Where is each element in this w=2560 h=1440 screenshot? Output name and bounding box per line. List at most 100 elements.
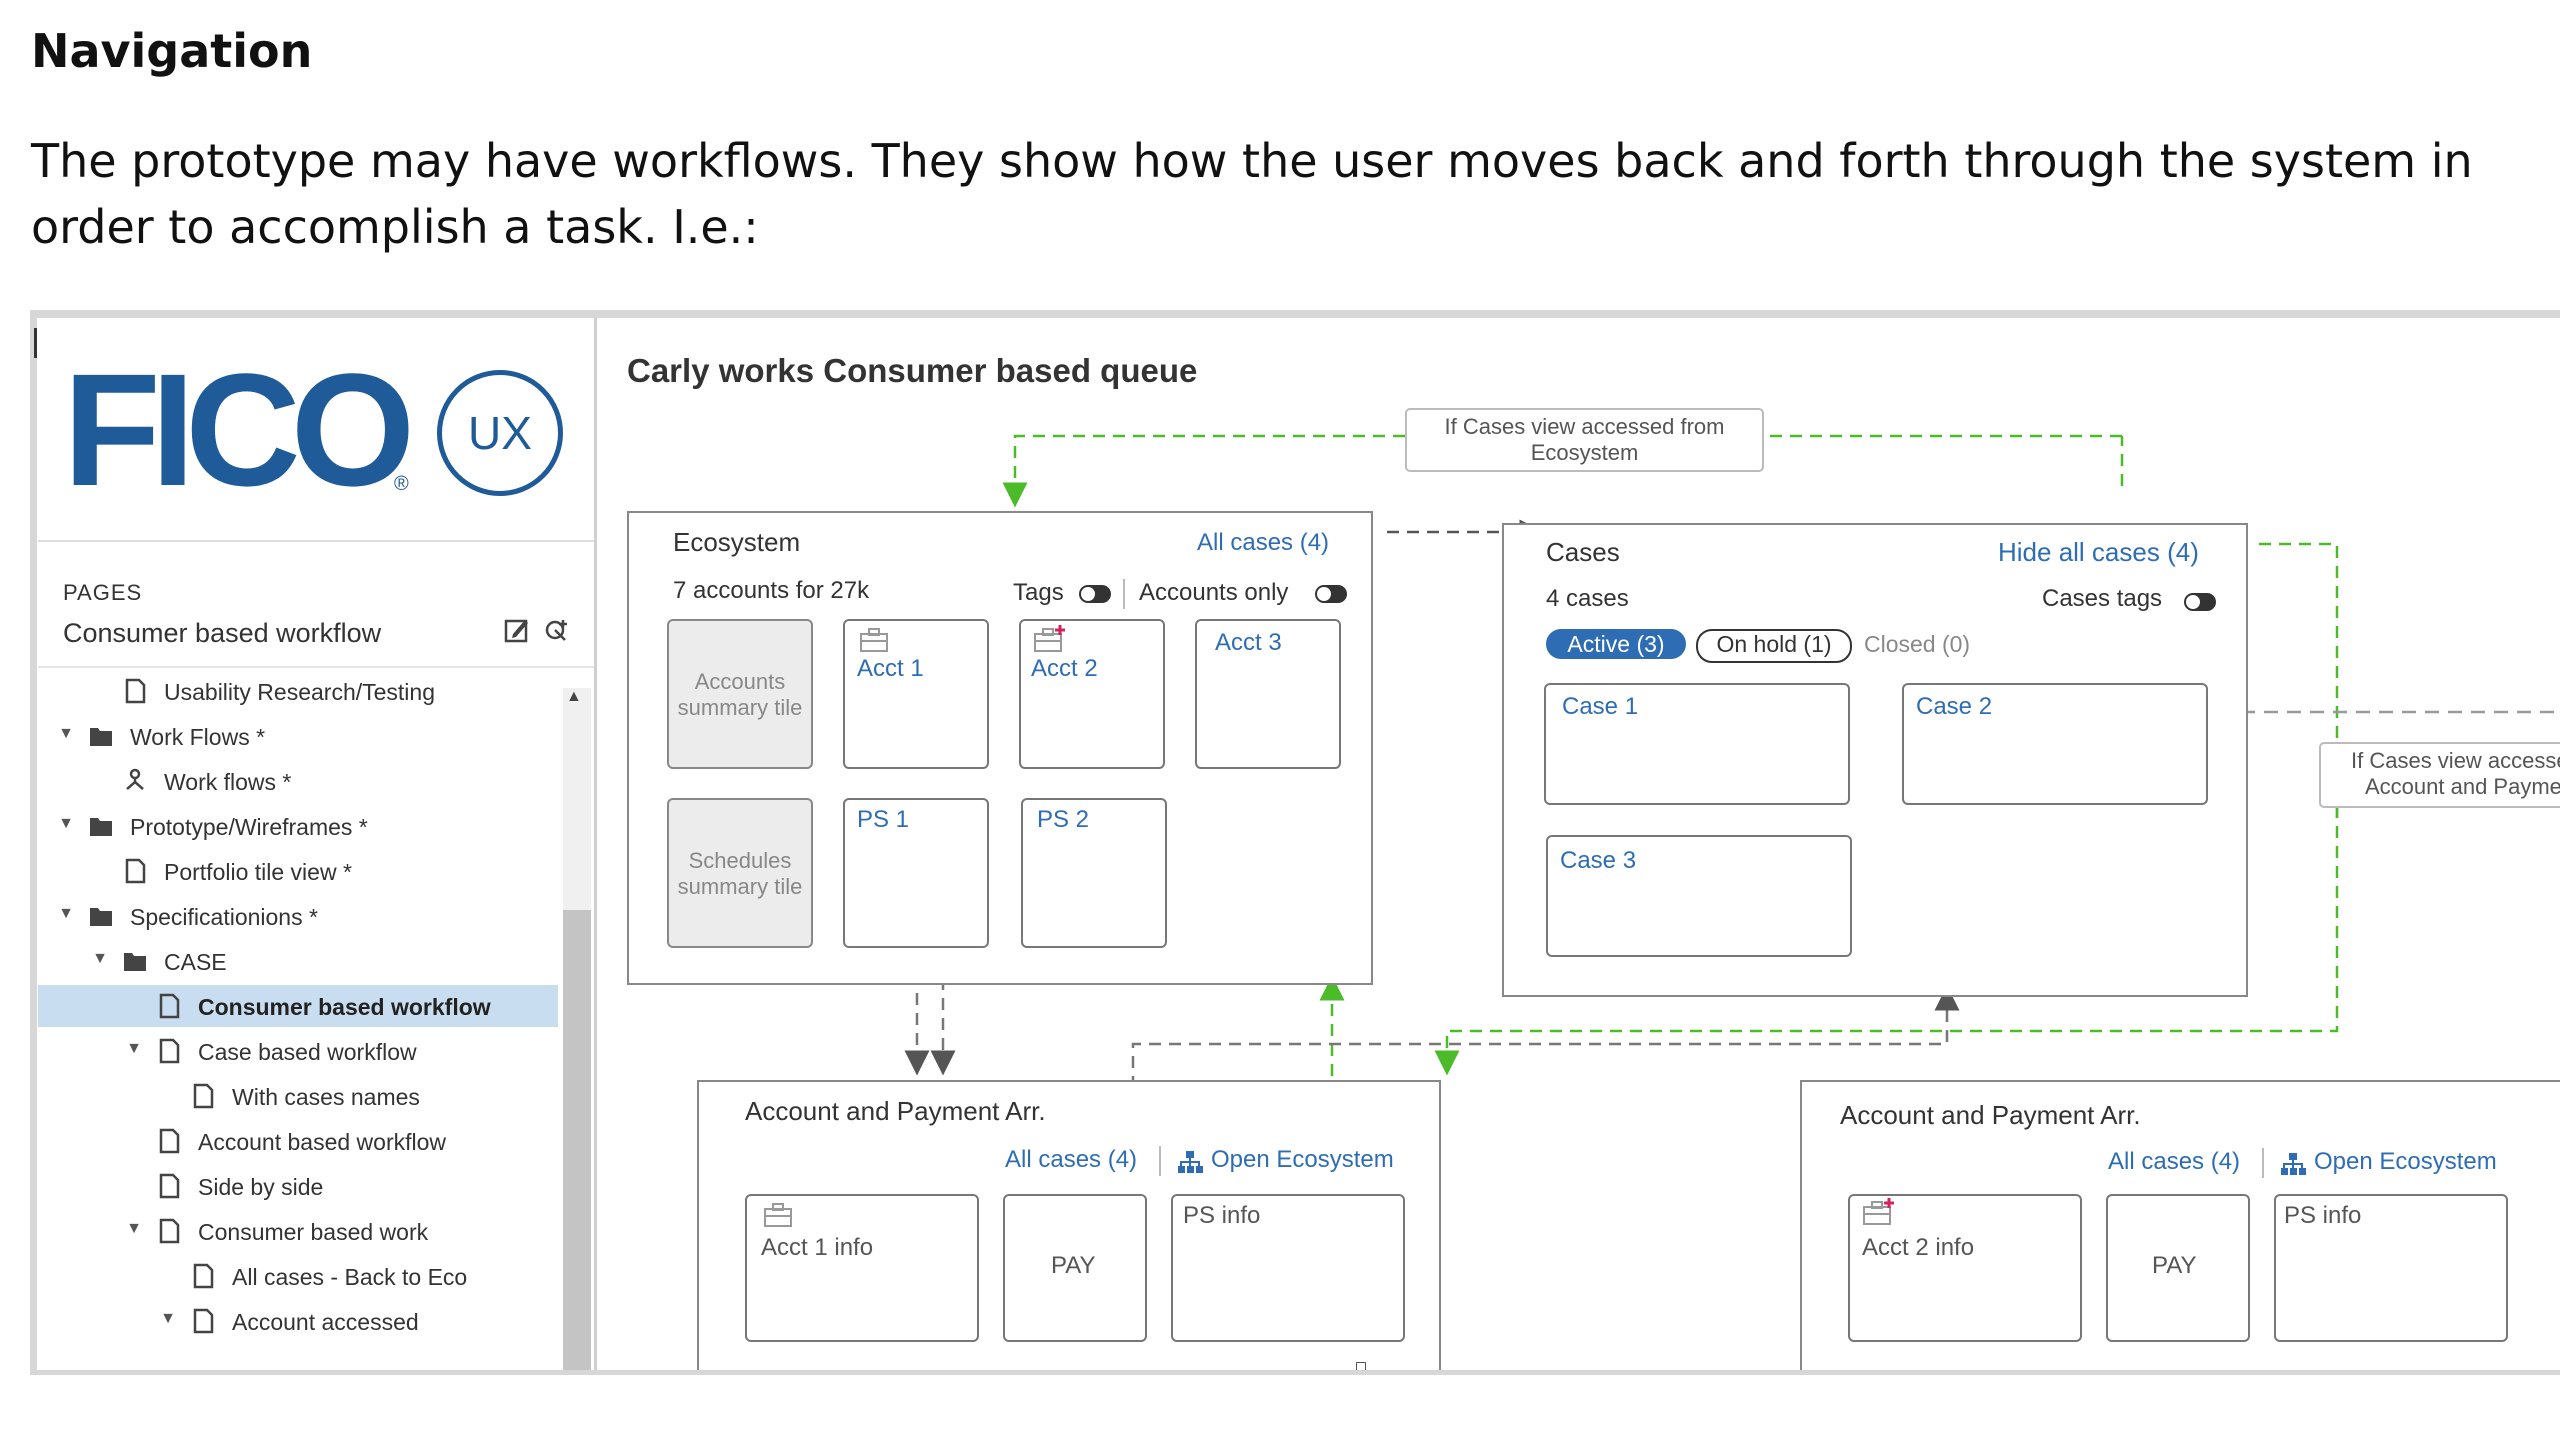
tree-item-portfolio[interactable]: Portfolio tile view * <box>38 850 558 892</box>
cases-tags-label: Cases tags <box>2042 585 2163 612</box>
page-icon <box>159 1218 180 1244</box>
canvas-title: Carly works Consumer based queue <box>627 352 1198 389</box>
apa-all-cases-link[interactable]: All cases (4) <box>2108 1148 2241 1175</box>
tree-item-with-cases-names[interactable]: With cases names <box>38 1075 558 1117</box>
sidebar: FICO ® UX PAGES Consumer based workflow … <box>38 318 597 1370</box>
sidebar-scrollbar[interactable]: ▲ <box>563 688 591 1370</box>
scrollbar-thumb[interactable] <box>563 910 591 1370</box>
case-1-tile[interactable]: Case 1 <box>1544 683 1850 805</box>
chevron-down-icon[interactable]: ▼ <box>126 1040 142 1057</box>
acct-1-tile[interactable]: Acct 1 <box>843 619 989 769</box>
logo-area: FICO ® UX <box>38 318 594 542</box>
cases-tags-toggle[interactable] <box>2184 593 2216 611</box>
chevron-down-icon[interactable]: ▼ <box>58 725 74 742</box>
acct-info-label: Acct 2 info <box>1862 1234 1975 1261</box>
ecosystem-all-cases-link[interactable]: All cases (4) <box>1197 529 1330 556</box>
tree-item-usability[interactable]: Usability Research/Testing <box>38 670 558 712</box>
tree-item-side-by-side[interactable]: Side by side <box>38 1165 558 1207</box>
tree-label: Case based workflow <box>198 1039 417 1065</box>
accounts-only-label: Accounts only <box>1139 579 1289 606</box>
divider <box>2262 1148 2264 1178</box>
cases-count: 4 cases <box>1546 585 1629 612</box>
acct-1-info-tile[interactable]: Acct 1 info <box>745 1194 979 1342</box>
page-icon <box>193 1263 214 1289</box>
note-line: If Cases view accessed from <box>1444 414 1725 439</box>
tree-item-work-flows[interactable]: Work flows * <box>38 760 558 802</box>
schedules-summary-tile[interactable]: Schedules summary tile <box>667 798 813 948</box>
tree-item-specifications-folder[interactable]: ▼ Specificationions * <box>38 895 558 937</box>
case-2-label: Case 2 <box>1916 693 1993 720</box>
doc-paragraph: The prototype may have workflows. They s… <box>31 134 2473 254</box>
pay-label: PAY <box>2152 1252 2197 1279</box>
add-page-icon[interactable] <box>543 616 571 644</box>
open-ecosystem-link[interactable]: Open Ecosystem <box>2314 1148 2497 1175</box>
pages-label: PAGES <box>63 580 143 605</box>
acct-info-label: Acct 1 info <box>761 1234 874 1261</box>
acct-2-info-tile[interactable]: Acct 2 info <box>1848 1194 2082 1342</box>
tile-text: Schedules <box>688 848 792 873</box>
case-1-label: Case 1 <box>1562 693 1639 720</box>
tree-label: Consumer based workflow <box>198 994 491 1020</box>
page-icon <box>193 1308 214 1334</box>
chevron-down-icon[interactable]: ▼ <box>126 1220 142 1237</box>
doc-heading: Navigation <box>31 24 313 78</box>
tree-label: Usability Research/Testing <box>164 679 436 705</box>
divider <box>1123 579 1125 609</box>
folder-icon <box>124 953 146 971</box>
on-hold-filter-pill[interactable]: On hold (1) <box>1696 629 1852 663</box>
briefcase-icon <box>764 1203 792 1227</box>
chevron-down-icon[interactable]: ▼ <box>58 815 74 832</box>
page-icon <box>159 1128 180 1154</box>
ps-info-tile[interactable]: PS info <box>1171 1194 1405 1342</box>
ps-2-tile[interactable]: PS 2 <box>1021 798 1167 948</box>
ps-info-tile[interactable]: PS info <box>2274 1194 2508 1342</box>
resize-handle[interactable] <box>1356 1362 1366 1370</box>
tree-item-consumer-based-workflow[interactable]: Consumer based workflow <box>38 985 558 1027</box>
tile-text: summary tile <box>677 874 803 899</box>
case-3-tile[interactable]: Case 3 <box>1546 835 1852 957</box>
open-ecosystem-link[interactable]: Open Ecosystem <box>1211 1146 1394 1173</box>
chevron-down-icon[interactable]: ▼ <box>92 950 108 967</box>
folder-icon <box>90 908 112 926</box>
apa-panel-right: Account and Payment Arr. All cases (4) O… <box>1800 1080 2560 1370</box>
tile-text: summary tile <box>677 695 803 720</box>
chevron-down-icon[interactable]: ▼ <box>160 1310 176 1327</box>
chevron-down-icon[interactable]: ▼ <box>58 905 74 922</box>
ps-1-tile[interactable]: PS 1 <box>843 798 989 948</box>
tree-item-case-based-workflow[interactable]: ▼ Case based workflow <box>38 1030 558 1072</box>
tree-item-account-based-workflow[interactable]: Account based workflow <box>38 1120 558 1162</box>
tree-item-all-cases-back[interactable]: All cases - Back to Eco <box>38 1255 558 1297</box>
scroll-up-icon[interactable]: ▲ <box>566 688 582 705</box>
green-connector-hide <box>1434 542 2339 1076</box>
hide-all-cases-link[interactable]: Hide all cases (4) <box>1998 537 2199 567</box>
cases-title: Cases <box>1546 537 1620 567</box>
accounts-only-toggle[interactable] <box>1315 585 1347 603</box>
ecosystem-panel: Ecosystem All cases (4) 7 accounts for 2… <box>627 511 1373 985</box>
pay-tile[interactable]: PAY <box>1003 1194 1147 1342</box>
acct-1-label: Acct 1 <box>857 655 924 682</box>
apa-all-cases-link[interactable]: All cases (4) <box>1005 1146 1138 1173</box>
tree-item-consumer-based-work[interactable]: ▼ Consumer based work <box>38 1210 558 1252</box>
hierarchy-icon <box>2281 1153 2306 1175</box>
tree-label: Prototype/Wireframes * <box>130 814 368 840</box>
edit-page-icon[interactable] <box>503 616 531 644</box>
tree-item-case-folder[interactable]: ▼ CASE <box>38 940 558 982</box>
tags-toggle[interactable] <box>1079 585 1111 603</box>
note-line: Account and Payment <box>2365 774 2560 799</box>
closed-filter[interactable]: Closed (0) <box>1864 631 1971 657</box>
tree-item-prototype-folder[interactable]: ▼ Prototype/Wireframes * <box>38 805 558 847</box>
ecosystem-summary: 7 accounts for 27k <box>673 577 870 604</box>
acct-3-label: Acct 3 <box>1215 629 1282 656</box>
pay-tile[interactable]: PAY <box>2106 1194 2250 1342</box>
acct-2-tile[interactable]: Acct 2 <box>1019 619 1165 769</box>
acct-3-tile[interactable]: Acct 3 <box>1195 619 1341 769</box>
hierarchy-icon <box>1178 1151 1203 1173</box>
active-filter-pill[interactable]: Active (3) <box>1546 629 1686 659</box>
case-2-tile[interactable]: Case 2 <box>1902 683 2208 805</box>
tree-item-account-accessed[interactable]: ▼ Account accessed <box>38 1300 558 1342</box>
tree-label: Side by side <box>198 1174 324 1200</box>
briefcase-icon <box>860 628 888 652</box>
apa-panel-left: Account and Payment Arr. All cases (4) O… <box>697 1080 1441 1370</box>
tree-item-work-flows-folder[interactable]: ▼ Work Flows * <box>38 715 558 757</box>
accounts-summary-tile[interactable]: Accounts summary tile <box>667 619 813 769</box>
